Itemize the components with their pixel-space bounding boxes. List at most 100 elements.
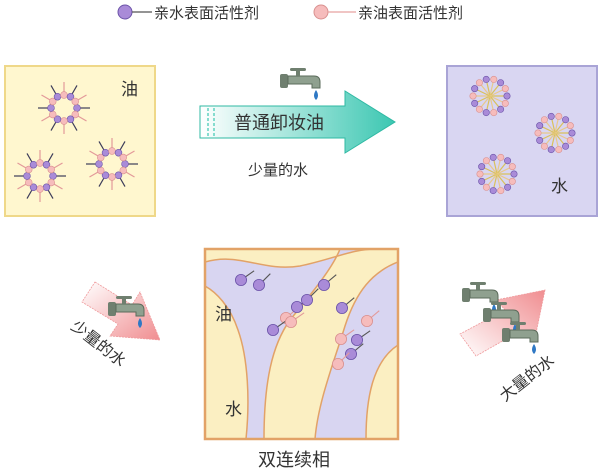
hydrophilic-surfactant — [114, 171, 123, 179]
left-arrow: 少量的水 — [68, 281, 161, 371]
legend-hydrophilic-label: 亲水表面活性剂 — [154, 4, 259, 22]
interface-surfactants — [234, 270, 380, 370]
legend-hydrophilic-marker — [117, 4, 133, 20]
lipophilic-surfactant — [469, 92, 477, 100]
lipophilic-surfactant — [475, 79, 483, 87]
hydrophilic-surfactant — [73, 104, 81, 112]
top-right-water-panel: 水 — [446, 65, 598, 217]
center-bicontinuous-panel: 油 水 双连续相 — [203, 247, 400, 471]
top-arrow-caption: 少量的水 — [248, 161, 308, 179]
lipophilic-surfactant — [47, 165, 55, 174]
hydrophilic-surfactant — [53, 115, 62, 123]
center-oil-label: 油 — [215, 305, 232, 325]
water-channel — [205, 249, 398, 439]
hydrophilic-surfactant — [66, 93, 75, 101]
hydrophilic-surfactant — [503, 92, 511, 100]
hydrophilic-surfactant — [497, 105, 505, 113]
lipophilic-surfactant — [540, 116, 548, 124]
hydrophilic-surfactant — [335, 301, 348, 314]
lipophilic-surfactant — [25, 178, 33, 187]
lipophilic-surfactant — [334, 332, 347, 345]
lipophilic-surfactant — [490, 109, 498, 117]
faucet-icon — [502, 322, 539, 354]
lipophilic-surfactant — [71, 97, 79, 106]
lipophilic-surfactant — [49, 97, 57, 106]
lipophilic-surfactant — [331, 357, 344, 370]
micelle — [534, 112, 576, 154]
reverse-micelle — [14, 150, 66, 202]
legend-lipophilic-marker — [313, 4, 329, 20]
top-arrow: 普通卸妆油 少量的水 — [199, 68, 396, 179]
center-water-label: 水 — [225, 400, 242, 420]
micelle — [469, 75, 511, 117]
hydrophilic-surfactant — [252, 278, 265, 291]
hydrophilic-surfactant — [489, 187, 497, 195]
top-arrow-label: 普通卸妆油 — [234, 113, 324, 134]
hydrophilic-surfactant — [42, 183, 51, 191]
hydrophilic-surfactant — [29, 161, 38, 169]
hydrophilic-surfactant — [536, 122, 544, 130]
lipophilic-surfactant — [566, 122, 574, 130]
hydrophilic-surfactant — [53, 93, 62, 101]
lipophilic-surfactant — [555, 146, 563, 154]
faucet-icon — [280, 68, 321, 100]
faucet-icon — [108, 296, 145, 328]
lipophilic-surfactant — [475, 105, 483, 113]
water-panel-background — [446, 65, 598, 217]
hydrophilic-surfactant — [510, 170, 518, 178]
center-panel-border — [203, 247, 400, 441]
hydrophilic-surfactant — [29, 183, 38, 191]
lipophilic-surfactant — [360, 314, 373, 327]
lipophilic-surfactant — [508, 177, 516, 185]
lipophilic-surfactant — [284, 315, 297, 328]
lipophilic-surfactant — [25, 165, 33, 174]
lipophilic-surfactant — [482, 183, 490, 191]
hydrophilic-surfactant — [49, 172, 57, 180]
right-arrow-label: 大量的水 — [496, 351, 558, 405]
micelle-group — [469, 75, 576, 195]
hydrophilic-surfactant — [121, 160, 129, 168]
hydrophilic-surfactant — [471, 99, 479, 107]
lipophilic-surfactant — [97, 166, 105, 175]
faucet-icon — [462, 282, 499, 314]
hydrophilic-surfactant — [482, 75, 490, 83]
lipophilic-surfactant — [534, 129, 542, 137]
hydrophilic-surfactant — [344, 347, 357, 360]
lipophilic-surfactant — [501, 99, 509, 107]
hydrophilic-surfactant — [504, 157, 512, 165]
hydrophilic-surfactant — [471, 85, 479, 93]
top-left-oil-panel: 油 — [4, 65, 156, 217]
lipophilic-surfactant — [36, 185, 44, 193]
lipophilic-surfactant — [508, 163, 516, 171]
lipophilic-surfactant — [108, 147, 116, 155]
hydrophilic-surfactant — [95, 160, 103, 168]
hydrophilic-surfactant — [101, 149, 110, 157]
hydrophilic-surfactant — [66, 115, 75, 123]
hydrophilic-surfactant — [350, 333, 363, 346]
water-drop-icon — [138, 318, 142, 328]
hydrophilic-surfactant — [290, 300, 303, 313]
legend-lipophilic-label: 亲油表面活性剂 — [358, 4, 463, 22]
center-caption: 双连续相 — [258, 450, 330, 471]
hydrophilic-surfactant — [482, 109, 490, 117]
oil-panel-background — [4, 65, 156, 217]
right-arrow: 大量的水 — [459, 282, 558, 405]
hydrophilic-surfactant — [478, 163, 486, 171]
reverse-micelle — [38, 82, 90, 134]
water-panel-label: 水 — [551, 177, 568, 197]
lipophilic-surfactant — [490, 75, 498, 83]
lipophilic-surfactant — [497, 153, 505, 161]
lipophilic-surfactant — [501, 85, 509, 93]
water-drop-icon — [314, 90, 318, 100]
lipophilic-surfactant — [555, 112, 563, 120]
lipophilic-surfactant — [49, 110, 57, 119]
reverse-micelle — [86, 138, 138, 190]
micelle — [476, 153, 518, 195]
lipophilic-surfactant — [497, 187, 505, 195]
lipophilic-surfactant — [119, 153, 127, 162]
lipophilic-surfactant — [476, 170, 484, 178]
lipophilic-surfactant — [108, 173, 116, 181]
lipophilic-surfactant — [36, 159, 44, 167]
lipophilic-surfactant — [97, 153, 105, 162]
hydrophilic-surfactant — [23, 172, 31, 180]
